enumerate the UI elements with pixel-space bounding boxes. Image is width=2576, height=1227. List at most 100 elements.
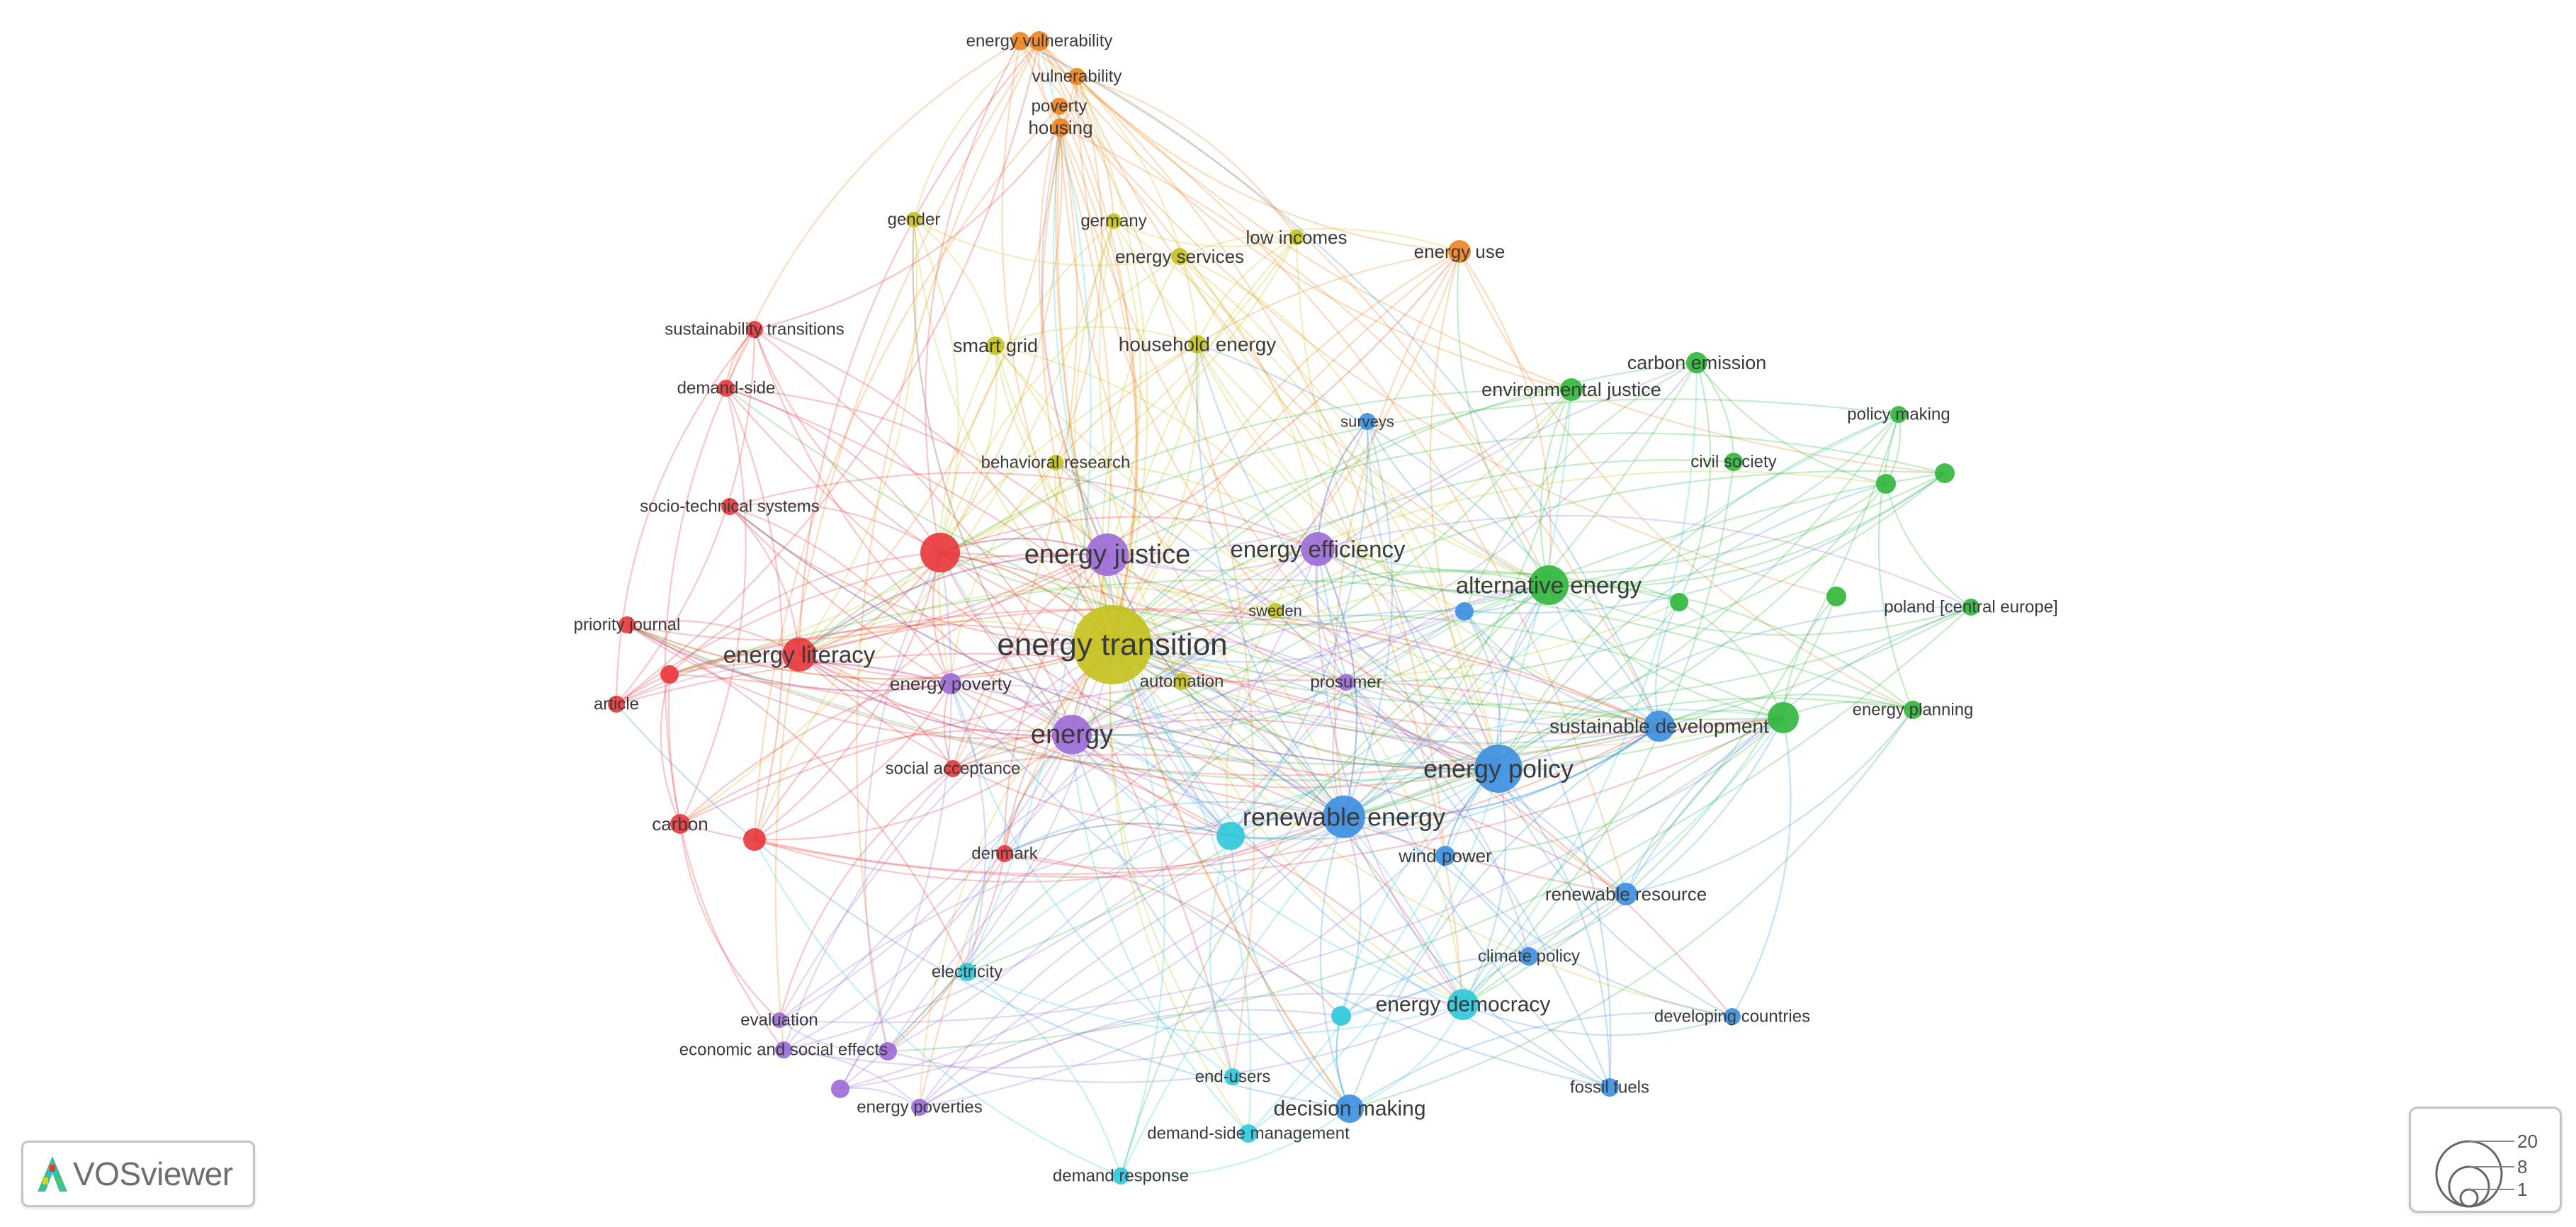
node-hub-blue-small[interactable] <box>1455 602 1474 621</box>
node-decision-making[interactable] <box>1335 1095 1364 1123</box>
node-energy-use[interactable] <box>1448 240 1471 263</box>
node-label-housing[interactable]: housing <box>1028 117 1092 138</box>
node-label-social-acceptance[interactable]: social acceptance <box>886 759 1021 779</box>
node-hub-green-d[interactable] <box>1826 587 1846 606</box>
node-energy-poverty[interactable] <box>940 673 961 694</box>
node-label-carbon-emission[interactable]: carbon emission <box>1627 352 1767 373</box>
node-hub-orange-top[interactable] <box>1011 32 1029 50</box>
node-poverty[interactable] <box>1051 98 1068 115</box>
node-label-demand-response[interactable]: demand response <box>1053 1167 1189 1186</box>
node-label-economic-social-effects[interactable]: economic and social effects <box>679 1041 888 1060</box>
node-label-sweden[interactable]: sweden <box>1248 602 1302 620</box>
node-label-fossil-fuels[interactable]: fossil fuels <box>1570 1078 1649 1097</box>
node-hub-green-c[interactable] <box>1670 593 1688 611</box>
node-label-energy-democracy[interactable]: energy democracy <box>1376 993 1551 1017</box>
node-label-decision-making[interactable]: decision making <box>1273 1097 1425 1121</box>
node-demand-response[interactable] <box>1112 1167 1129 1184</box>
node-evaluation[interactable] <box>772 1012 787 1028</box>
node-label-wind-power[interactable]: wind power <box>1398 845 1492 866</box>
node-wind-power[interactable] <box>1435 846 1455 866</box>
node-civil-society[interactable] <box>1724 453 1743 471</box>
node-label-energy-planning[interactable]: energy planning <box>1853 701 1974 720</box>
node-demand-side-management[interactable] <box>1239 1124 1258 1143</box>
node-demand-side[interactable] <box>718 380 735 397</box>
node-environmental-justice[interactable] <box>1560 378 1583 401</box>
node-energy-literacy[interactable] <box>782 638 816 672</box>
node-label-civil-society[interactable]: civil society <box>1690 453 1776 472</box>
node-label-sustainable-development[interactable]: sustainable development <box>1549 716 1769 737</box>
node-label-poverty[interactable]: poverty <box>1032 97 1088 116</box>
node-label-gender[interactable]: gender <box>888 210 941 230</box>
node-gender[interactable] <box>906 212 922 227</box>
node-energy-vulnerability[interactable] <box>1029 31 1049 51</box>
node-label-vulnerability[interactable]: vulnerability <box>1032 67 1122 86</box>
node-energy-efficiency[interactable] <box>1301 532 1335 566</box>
node-developing-countries[interactable] <box>1724 1008 1741 1025</box>
node-energy-transition[interactable] <box>1073 605 1152 684</box>
node-label-energy-services[interactable]: energy services <box>1115 246 1244 267</box>
node-label-energy-use[interactable]: energy use <box>1414 241 1506 262</box>
node-energy[interactable] <box>1052 715 1092 754</box>
node-end-users[interactable] <box>1224 1068 1241 1085</box>
node-label-policy-making[interactable]: policy making <box>1847 405 1950 424</box>
node-vulnerability[interactable] <box>1068 68 1085 85</box>
node-article[interactable] <box>608 696 625 713</box>
node-label-energy-transition[interactable]: energy transition <box>997 628 1227 662</box>
node-energy-planning[interactable] <box>1904 701 1922 719</box>
node-energy-services[interactable] <box>1171 248 1188 265</box>
node-label-demand-side[interactable]: demand-side <box>677 379 776 398</box>
node-label-demand-side-management[interactable]: demand-side management <box>1147 1124 1350 1143</box>
node-germany[interactable] <box>1106 213 1122 229</box>
node-label-developing-countries[interactable]: developing countries <box>1654 1007 1810 1027</box>
node-automation[interactable] <box>1173 673 1190 690</box>
node-alternative-energy[interactable] <box>1529 565 1569 605</box>
node-label-energy-vulnerability[interactable]: energy vulnerability <box>966 32 1113 51</box>
node-smart-grid[interactable] <box>986 337 1005 355</box>
node-label-prosumer[interactable]: prosumer <box>1310 673 1382 692</box>
node-hub-red-bottom[interactable] <box>743 828 766 851</box>
node-sustainability-transitions[interactable] <box>746 321 763 338</box>
node-hub-green-a[interactable] <box>1876 474 1896 494</box>
node-label-energy-policy[interactable]: energy policy <box>1423 754 1574 784</box>
node-label-poland-central-europe[interactable]: poland [central europe] <box>1884 598 2058 617</box>
node-label-automation[interactable]: automation <box>1140 672 1224 691</box>
node-label-renewable-energy[interactable]: renewable energy <box>1243 803 1445 832</box>
node-energy-poverties[interactable] <box>911 1099 928 1116</box>
node-label-energy[interactable]: energy <box>1031 720 1113 750</box>
node-label-energy-poverties[interactable]: energy poverties <box>857 1098 982 1117</box>
node-hub-green-e[interactable] <box>1768 702 1799 733</box>
node-label-energy-justice[interactable]: energy justice <box>1024 540 1190 570</box>
node-electricity[interactable] <box>958 963 976 981</box>
node-label-end-users[interactable]: end-users <box>1195 1068 1271 1087</box>
node-label-priority-journal[interactable]: priority journal <box>574 616 681 635</box>
node-hub-cyan-main[interactable] <box>1216 822 1245 850</box>
node-label-energy-efficiency[interactable]: energy efficiency <box>1230 536 1406 562</box>
node-low-incomes[interactable] <box>1289 230 1304 245</box>
node-sustainable-development[interactable] <box>1644 711 1675 742</box>
node-renewable-energy[interactable] <box>1323 796 1365 838</box>
node-economic-social-effects[interactable] <box>775 1041 792 1058</box>
node-fossil-fuels[interactable] <box>1600 1078 1619 1097</box>
node-energy-democracy[interactable] <box>1447 989 1479 1020</box>
node-priority-journal[interactable] <box>618 616 635 633</box>
node-hub-purple-b[interactable] <box>831 1080 849 1098</box>
node-label-climate-policy[interactable]: climate policy <box>1478 947 1580 966</box>
node-label-renewable-resource[interactable]: renewable resource <box>1545 883 1707 905</box>
node-prosumer[interactable] <box>1338 674 1355 691</box>
node-social-acceptance[interactable] <box>944 760 961 777</box>
node-carbon-emission[interactable] <box>1686 352 1707 373</box>
node-hub-green-b[interactable] <box>1935 463 1955 483</box>
node-label-germany[interactable]: germany <box>1080 212 1146 231</box>
node-socio-technical-systems[interactable] <box>721 498 738 515</box>
node-label-evaluation[interactable]: evaluation <box>740 1011 818 1030</box>
node-denmark[interactable] <box>996 845 1013 862</box>
node-label-sustainability-transitions[interactable]: sustainability transitions <box>665 320 844 339</box>
node-poland-central-europe[interactable] <box>1962 599 1979 616</box>
node-hub-purple-a[interactable] <box>879 1042 897 1061</box>
node-climate-policy[interactable] <box>1520 947 1538 966</box>
node-label-smart-grid[interactable]: smart grid <box>953 335 1038 356</box>
node-label-electricity[interactable]: electricity <box>932 963 1002 982</box>
node-energy-policy[interactable] <box>1474 745 1523 793</box>
node-label-denmark[interactable]: denmark <box>971 844 1038 864</box>
